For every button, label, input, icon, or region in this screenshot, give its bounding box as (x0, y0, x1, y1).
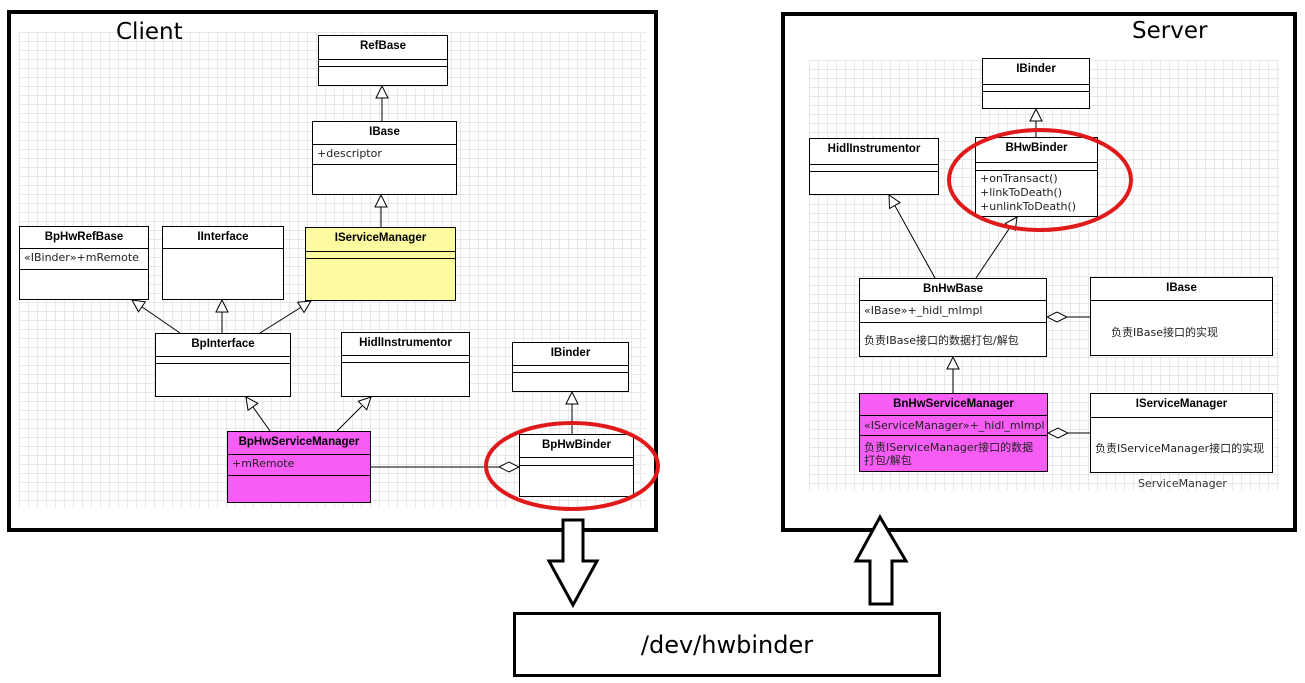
class-bnhwbase: BnHwBase «IBase»+_hidl_mImpl 负责IBase接口的数… (859, 278, 1047, 357)
class-name: IBinder (1016, 63, 1056, 75)
class-name: BpHwRefBase (44, 231, 124, 243)
class-bphwrefbase: BpHwRefBase «IBinder»+mRemote (19, 226, 149, 300)
class-name: BnHwServiceManager (893, 398, 1014, 410)
class-name: BpInterface (191, 338, 255, 350)
operation: +onTransact() (980, 172, 1058, 185)
class-bhwbinder: BHwBinder +onTransact() +linkToDeath() +… (975, 137, 1098, 217)
class-ibase: IBase +descriptor (312, 121, 457, 195)
class-hidlinstrumentor: HidlInstrumentor (341, 332, 470, 397)
class-name: IBase (1166, 282, 1197, 294)
class-ibinder-server: IBinder (982, 58, 1090, 109)
highlight-ring-bhwbinder (947, 128, 1133, 232)
attribute: +descriptor (317, 147, 382, 160)
inherit-bpinterface-iservicemanager (259, 301, 311, 334)
inherit-bphwsm-hidlinstrumentor (336, 397, 371, 432)
class-name: IInterface (197, 231, 249, 243)
client-title: Client (116, 19, 183, 45)
class-name: IBase (369, 126, 400, 138)
up-arrow-device-to-server (853, 513, 909, 606)
class-hidlinstrumentor-server: HidlInstrumentor (809, 138, 939, 195)
inherit-bpinterface-bphwrefbase (132, 300, 181, 334)
note: 负责IBase接口的实现 (1111, 326, 1219, 339)
class-bphwbinder: BpHwBinder (519, 434, 634, 497)
class-name: BnHwBase (922, 283, 984, 295)
note: 负责IBase接口的数据打包/解包 (864, 334, 1019, 347)
highlight-ring-bphwbinder (484, 421, 660, 511)
down-arrow-client-to-device (546, 518, 600, 609)
attribute: «IBinder»+mRemote (24, 251, 139, 264)
hwbinder-device-box: /dev/hwbinder (513, 612, 941, 677)
server-title: Server (1132, 18, 1208, 44)
note: 负责IServiceManager接口的实现 (1095, 442, 1265, 455)
class-name: HidlInstrumentor (359, 337, 452, 349)
class-name: IServiceManager (1135, 398, 1228, 410)
class-name: BHwBinder (1005, 142, 1068, 154)
attribute: «IServiceManager»+_hidl_mImpl (864, 419, 1045, 432)
class-bphwservicemanager: BpHwServiceManager +mRemote (227, 431, 371, 503)
class-name: BpHwBinder (542, 439, 611, 451)
class-iservicemanager: IServiceManager (305, 227, 456, 301)
operation: +unlinkToDeath() (980, 200, 1077, 213)
inherit-bnhwbase-hidlinstrumentor (889, 195, 936, 279)
class-name: HidlInstrumentor (827, 143, 921, 155)
class-ibinder: IBinder (512, 342, 629, 392)
inherit-bphwsm-bpinterface (246, 397, 271, 432)
attribute: «IBase»+_hidl_mImpl (864, 304, 983, 317)
class-name: BpHwServiceManager (238, 436, 360, 448)
class-name: IServiceManager (334, 232, 427, 244)
attribute: +mRemote (232, 457, 295, 470)
class-name: RefBase (359, 40, 407, 52)
class-iinterface: IInterface (162, 226, 284, 300)
class-ibase-server: IBase 负责IBase接口的实现 (1090, 277, 1273, 356)
class-iservicemanager-server: IServiceManager 负责IServiceManager接口的实现 (1090, 393, 1273, 473)
class-bpinterface: BpInterface (155, 333, 291, 397)
servicemanager-label: ServiceManager (1138, 477, 1227, 490)
operation: +linkToDeath() (980, 186, 1063, 199)
note: 负责IServiceManager接口的数据打包/解包 (864, 441, 1034, 467)
class-name: IBinder (550, 347, 591, 359)
